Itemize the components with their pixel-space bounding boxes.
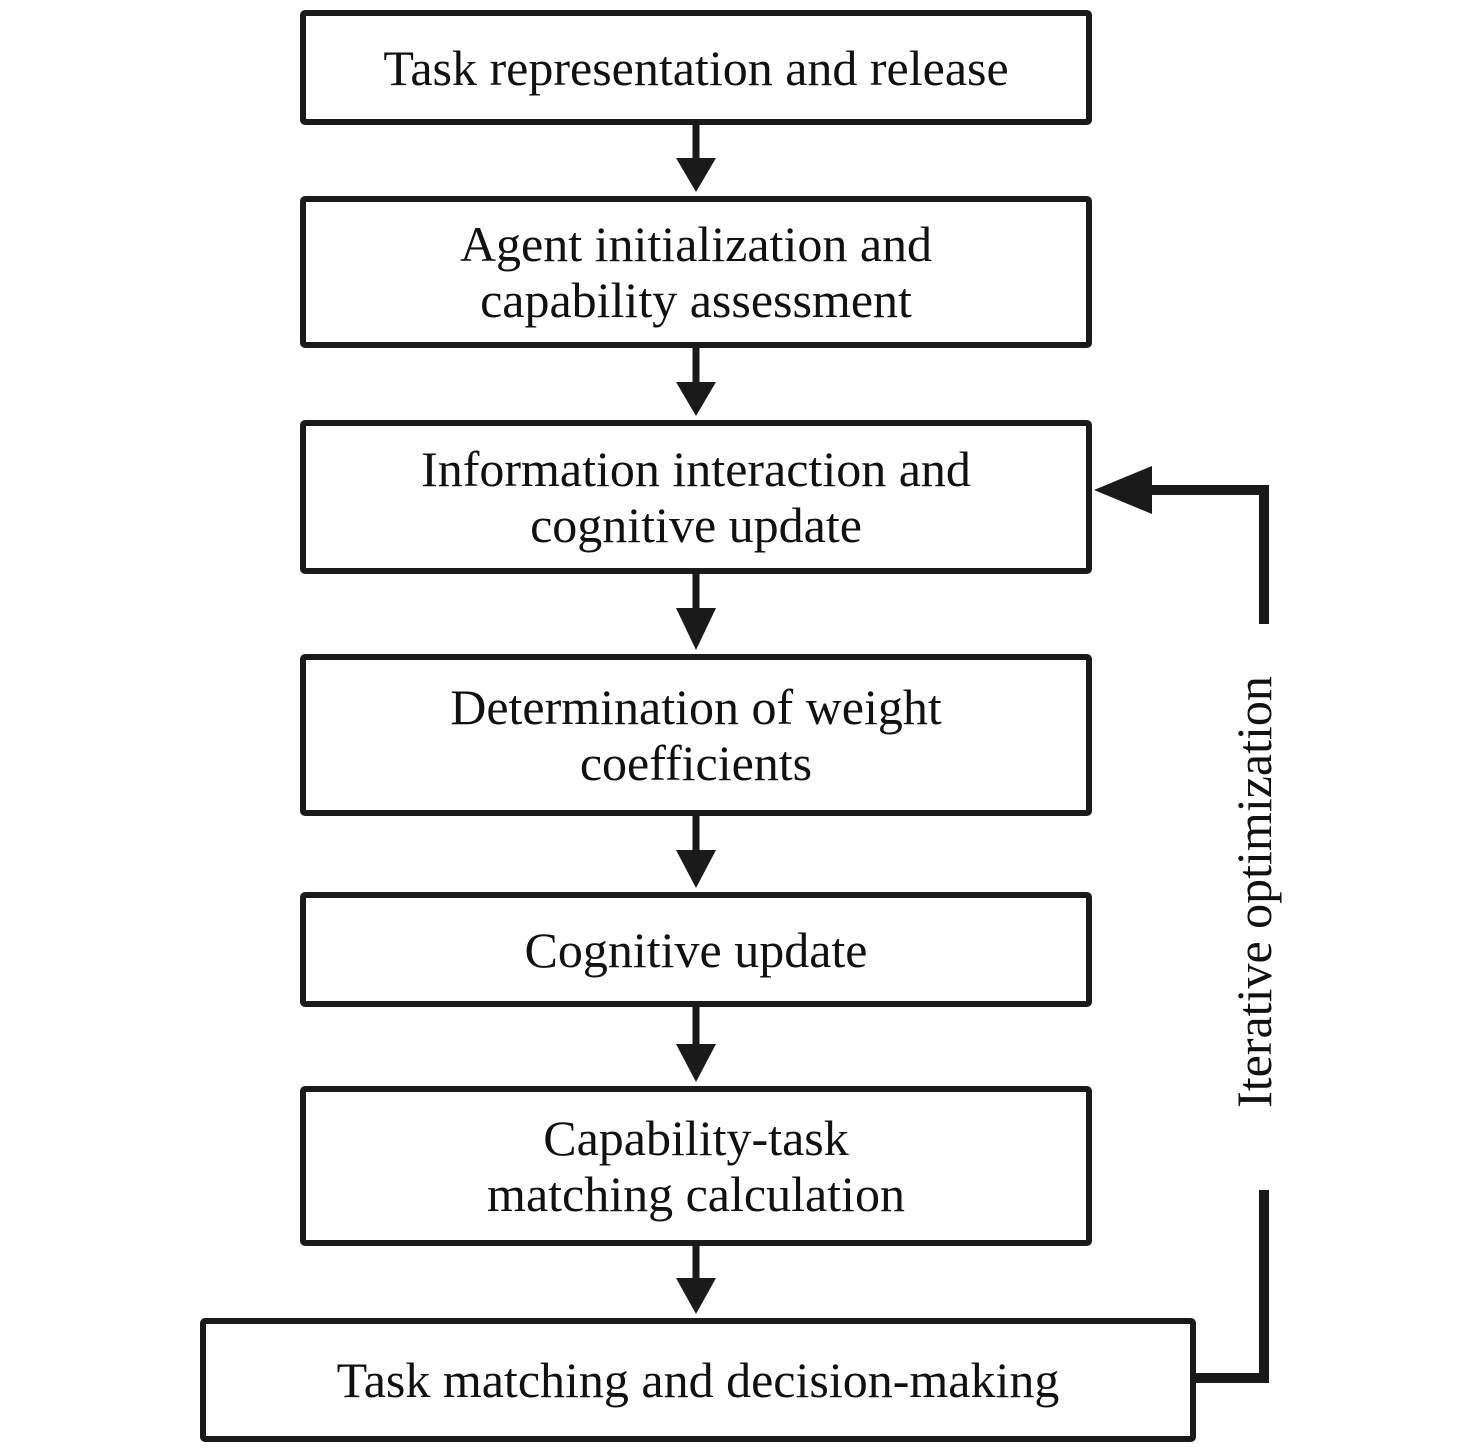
step-line: Information interaction and xyxy=(421,441,971,497)
arrow-5-to-6 xyxy=(676,1007,716,1082)
step-line: Capability-task xyxy=(543,1110,849,1166)
step-text: Cognitive update xyxy=(525,922,868,978)
step-line: Determination of weight xyxy=(450,679,942,735)
step-line: coefficients xyxy=(579,735,813,791)
feedback-label-text: Iterative optimization xyxy=(1226,676,1282,1108)
step-matching-calculation: Capability-task matching calculation xyxy=(300,1086,1092,1246)
step-agent-initialization: Agent initialization and capability asse… xyxy=(300,196,1092,348)
step-line: Task representation and release xyxy=(383,39,1009,96)
step-line: matching calculation xyxy=(487,1166,905,1222)
arrow-6-to-7 xyxy=(676,1246,716,1314)
step-decision-making: Task matching and decision-making xyxy=(200,1318,1196,1442)
feedback-loop-upper xyxy=(1150,485,1269,624)
step-text: Task representation and release xyxy=(383,40,1008,96)
arrow-1-to-2 xyxy=(676,125,716,192)
step-cognitive-update: Cognitive update xyxy=(300,892,1092,1007)
step-information-interaction: Information interaction and cognitive up… xyxy=(300,420,1092,574)
step-line: Agent initialization and xyxy=(459,216,933,272)
feedback-loop-lower xyxy=(1196,1190,1269,1383)
step-task-representation: Task representation and release xyxy=(300,10,1092,125)
feedback-arrowhead xyxy=(1094,466,1152,514)
step-text: Capability-task matching calculation xyxy=(487,1110,905,1222)
step-text: Information interaction and cognitive up… xyxy=(421,441,971,553)
arrow-3-to-4 xyxy=(676,574,716,650)
arrow-4-to-5 xyxy=(676,816,716,888)
step-text: Determination of weight coefficients xyxy=(450,679,942,791)
step-line: cognitive update xyxy=(530,497,862,553)
step-line: Task matching and decision-making xyxy=(336,1352,1060,1408)
step-text: Task matching and decision-making xyxy=(337,1352,1060,1408)
step-weight-coefficients: Determination of weight coefficients xyxy=(300,654,1092,816)
step-line: Cognitive update xyxy=(524,921,868,978)
arrow-2-to-3 xyxy=(676,348,716,416)
step-text: Agent initialization and capability asse… xyxy=(460,216,932,328)
step-line: capability assessment xyxy=(480,272,912,328)
